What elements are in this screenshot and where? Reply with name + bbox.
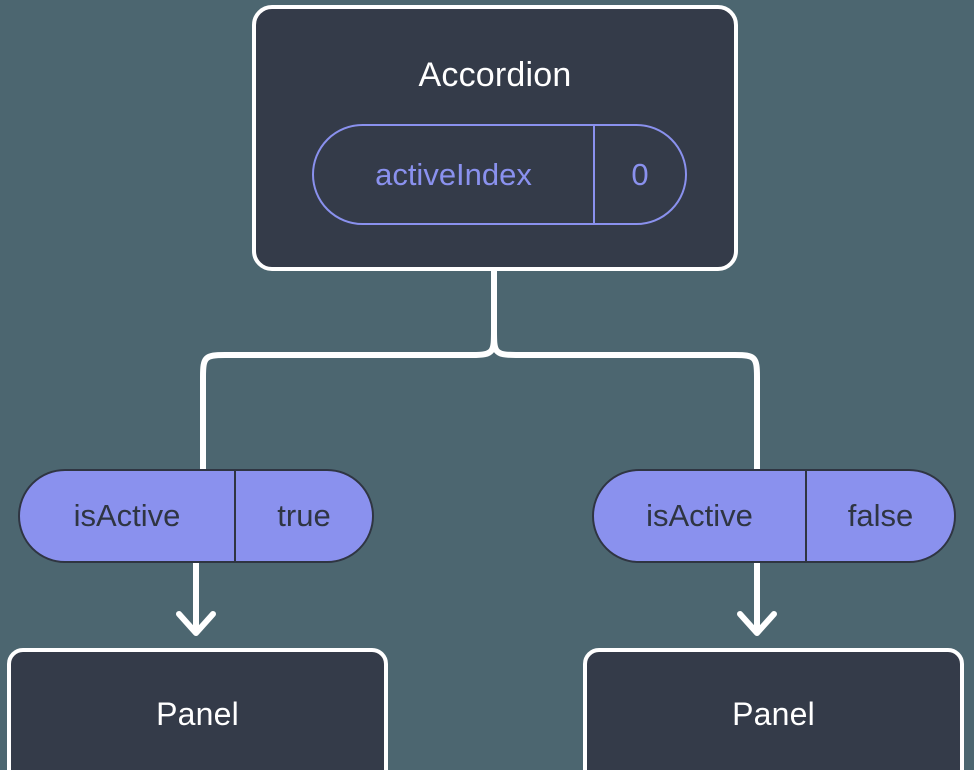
component-node-accordion[interactable]: Accordion activeIndex 0 [252, 5, 738, 271]
arrow-left-head [176, 611, 216, 636]
state-badge-key: isActive [594, 471, 807, 561]
fork-connector [200, 268, 760, 473]
state-badge-is-active-false[interactable]: isActive false [592, 469, 956, 563]
state-badge-is-active-true[interactable]: isActive true [18, 469, 374, 563]
panel-title: Panel [156, 696, 239, 732]
component-node-panel-right[interactable]: Panel [583, 648, 964, 770]
prop-badge-value: 0 [631, 156, 649, 192]
accordion-title: Accordion [418, 56, 572, 94]
arrow-right-head [737, 611, 777, 636]
state-badge-value: false [847, 498, 914, 533]
state-badge-value: true [277, 498, 331, 533]
component-node-panel-left[interactable]: Panel [7, 648, 388, 770]
prop-badge-key: activeIndex [314, 126, 595, 223]
prop-badge-active-index[interactable]: activeIndex 0 [312, 124, 687, 225]
panel-title: Panel [732, 696, 815, 732]
state-badge-key: isActive [20, 471, 236, 561]
